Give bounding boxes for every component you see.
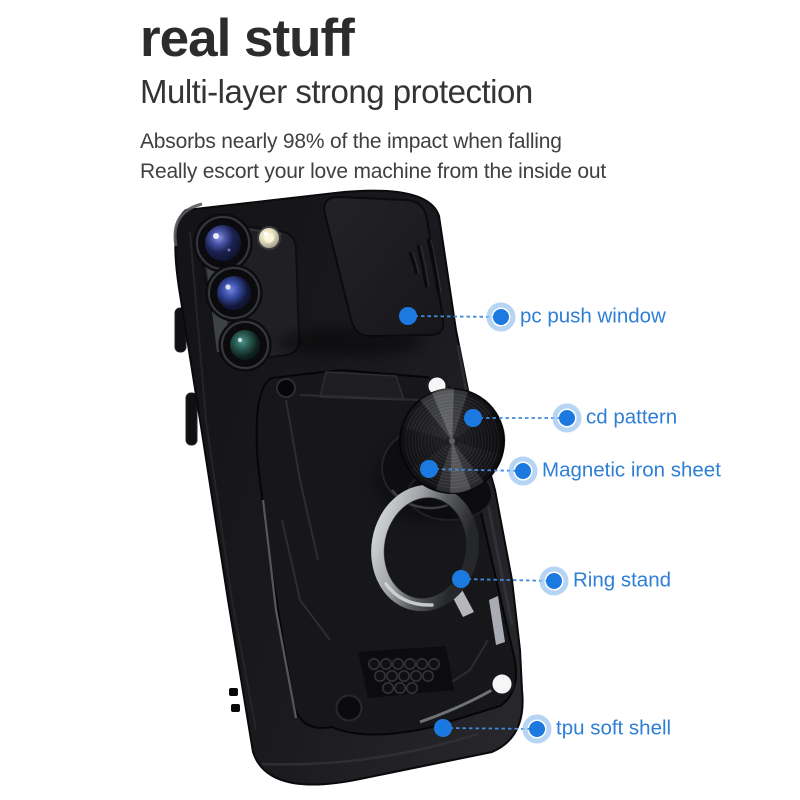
callout-dot-cd-pattern xyxy=(559,410,575,426)
camera-lens-1 xyxy=(193,213,253,273)
callout-layer xyxy=(399,302,582,744)
callout-dot-halo-tpu-soft-shell xyxy=(522,714,552,744)
ring-stand xyxy=(371,484,479,612)
disc-sheen xyxy=(436,441,484,493)
callout-label-pc-push-window: pc push window xyxy=(520,304,666,328)
callout-dot-tpu-soft-shell xyxy=(529,721,545,737)
plate-facet-line xyxy=(281,519,331,641)
port-cutout-1 xyxy=(229,688,238,696)
disc-sheen xyxy=(450,441,471,494)
callout-dot-halo-pc-push-window xyxy=(486,302,516,332)
disc-sheen xyxy=(432,388,454,441)
camera-flash xyxy=(257,226,281,250)
slider-grip-lines xyxy=(408,238,442,294)
cd-pattern-disc xyxy=(398,388,506,494)
port-cutout-2 xyxy=(231,704,240,712)
callout-anchor-dot-ring-stand xyxy=(452,570,470,588)
callout-dot-pc-push-window xyxy=(493,309,509,325)
callout-line-tpu-soft-shell xyxy=(442,727,538,730)
case-corner-rim-highlight xyxy=(173,202,203,247)
callout-line-magnetic-iron-sheet xyxy=(428,468,524,472)
callout-label-tpu-soft-shell: tpu soft shell xyxy=(556,716,672,740)
hex-pattern-texture xyxy=(367,657,440,694)
disc-center xyxy=(449,438,455,444)
callout-line-pc-push-window xyxy=(407,315,502,318)
callout-dot-halo-magnetic-iron-sheet xyxy=(508,456,538,486)
side-button-power xyxy=(185,392,198,446)
disc-shade xyxy=(398,427,452,471)
lens-specular xyxy=(213,233,219,239)
page-title: real stuff xyxy=(140,9,355,68)
ring-shine xyxy=(384,582,434,607)
description-line-2: Really escort your love machine from the… xyxy=(140,160,607,183)
cd-pattern-rings xyxy=(405,394,499,488)
plate-bevel-highlight xyxy=(261,499,298,719)
slider-plate xyxy=(323,196,445,338)
description-line-1: Absorbs nearly 98% of the impact when fa… xyxy=(140,130,562,153)
plate-screw-hole xyxy=(276,378,296,398)
plate-corner-knob xyxy=(335,694,363,722)
disc-shade xyxy=(452,411,506,455)
tpu-shell-seam xyxy=(261,732,479,766)
callout-anchor-dot-magnetic-iron-sheet xyxy=(420,460,438,478)
callout-label-cd-pattern: cd pattern xyxy=(586,405,678,429)
callout-dot-halo-cd-pattern xyxy=(552,403,582,433)
callout-label-ring-stand: Ring stand xyxy=(573,568,672,592)
callout-label-magnetic-iron-sheet: Magnetic iron sheet xyxy=(542,458,721,482)
camera-lens-3 xyxy=(218,318,272,372)
lens-specular xyxy=(237,337,243,343)
callout-dot-magnetic-iron-sheet xyxy=(515,463,531,479)
page-subtitle: Multi-layer strong protection xyxy=(140,73,533,110)
lens-specular xyxy=(225,284,231,290)
callout-anchor-dot-tpu-soft-shell xyxy=(434,719,452,737)
camera-lens-2 xyxy=(205,264,263,322)
push-window-slider xyxy=(323,196,445,338)
mount-rim-highlight xyxy=(391,489,449,510)
case-inner-edge-line xyxy=(189,231,257,731)
plate-through-hole-bottom xyxy=(489,671,515,697)
plate-facet-line xyxy=(285,399,319,561)
camera-module xyxy=(193,213,301,372)
callout-line-ring-stand xyxy=(460,578,555,582)
callout-anchor-dot-cd-pattern xyxy=(464,409,482,427)
header-block: real stuff Multi-layer strong protection… xyxy=(140,12,606,187)
callout-anchor-dot-pc-push-window xyxy=(399,307,417,325)
plate-bevel-highlight xyxy=(419,688,493,724)
description: Absorbs nearly 98% of the impact when fa… xyxy=(140,127,606,187)
callout-dot-halo-ring-stand xyxy=(539,566,569,596)
plate-facet-line xyxy=(299,394,421,401)
callout-dot-ring-stand xyxy=(546,573,562,589)
metal-streak xyxy=(489,596,505,645)
disc-sheen xyxy=(420,389,468,441)
